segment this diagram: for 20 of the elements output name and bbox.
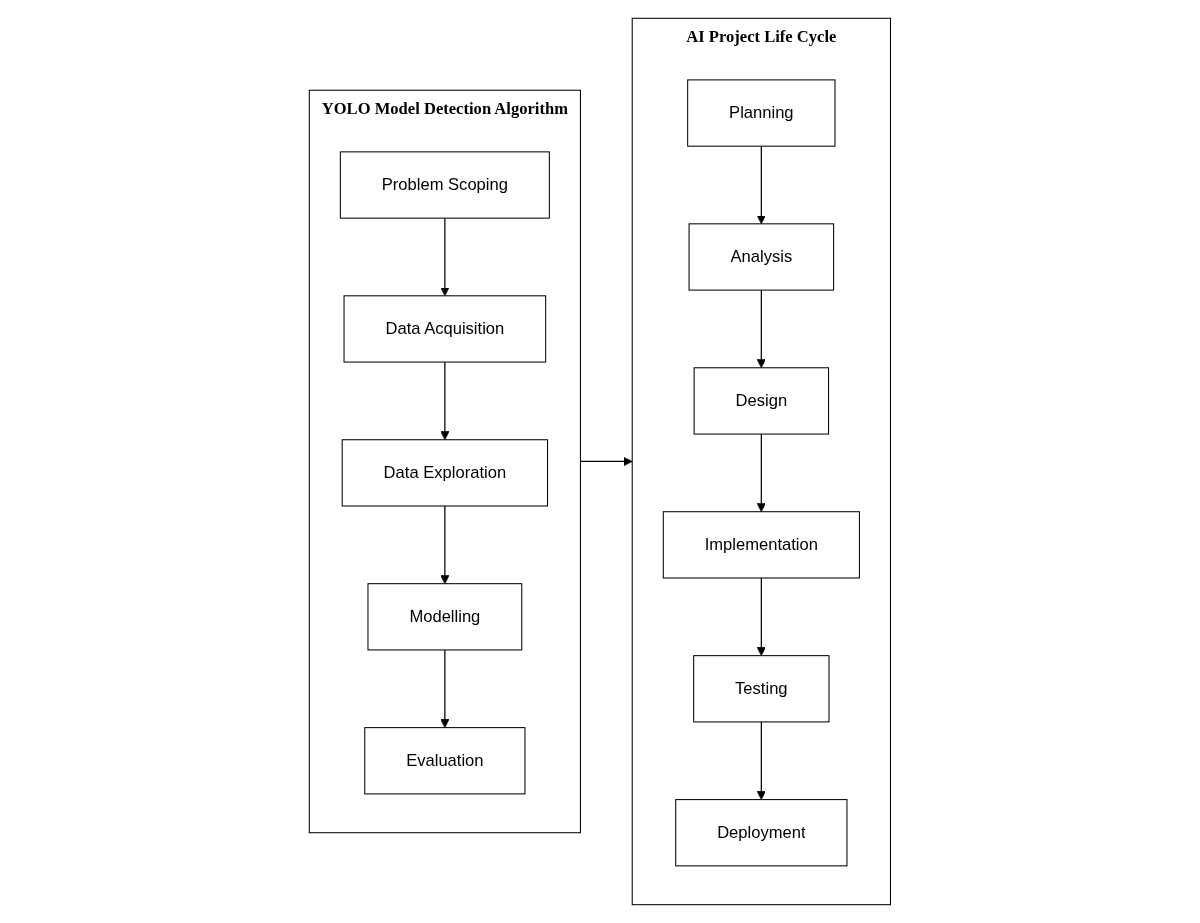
arrow	[756, 433, 766, 513]
node-box: Implementation	[662, 511, 861, 579]
arrow	[756, 721, 766, 800]
node-box: Problem Scoping	[339, 151, 550, 219]
arrow	[440, 649, 450, 729]
node-box: Data Acquisition	[343, 295, 547, 363]
node-box: Design	[693, 367, 830, 435]
node-box: Data Exploration	[341, 439, 549, 507]
arrow	[440, 217, 450, 297]
node-box: Modelling	[367, 583, 523, 651]
node-box: Planning	[687, 79, 836, 147]
node-box: Evaluation	[364, 727, 526, 795]
arrow	[440, 505, 450, 585]
node-box: Analysis	[688, 223, 835, 291]
arrow	[440, 361, 450, 441]
arrow	[756, 145, 766, 225]
arrow	[756, 289, 766, 369]
node-box: Deployment	[675, 799, 848, 867]
node-box: Testing	[693, 655, 830, 723]
arrow	[756, 577, 766, 657]
